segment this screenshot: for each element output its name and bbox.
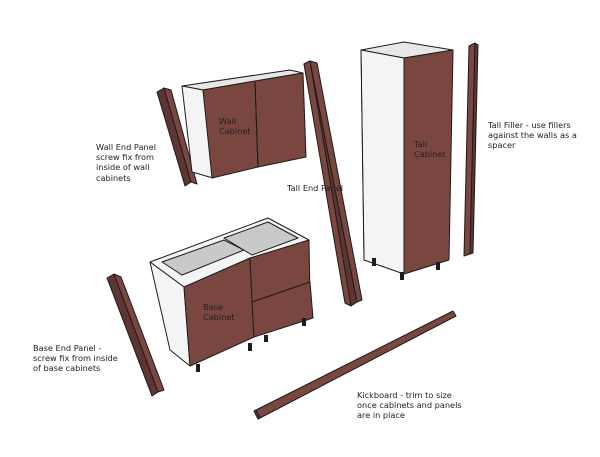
base-cabinet xyxy=(149,217,314,372)
base-end-panel-label: Base End Panel - screw fix from inside o… xyxy=(33,343,118,374)
base-end-panel xyxy=(106,273,165,397)
kickboard-label: Kickboard - trim to size once cabinets a… xyxy=(357,390,462,421)
kickboard xyxy=(253,310,457,420)
wall-end-panel xyxy=(156,87,198,187)
wall-end-panel-label: Wall End Panel screw fix from inside of … xyxy=(96,142,156,183)
tall-cabinet xyxy=(360,41,454,280)
wall-cabinet xyxy=(181,69,307,179)
base-cabinet-label: Base Cabinet xyxy=(203,302,235,323)
tall-end-panel xyxy=(303,60,363,307)
tall-filler-label: Tall Filler - use fillers against the wa… xyxy=(488,120,577,151)
tall-filler xyxy=(463,42,479,257)
tall-end-panel-label: Tall End Panel xyxy=(287,183,344,193)
wall-cabinet-label: Wall Cabinet xyxy=(219,116,251,137)
tall-cabinet-label: Tall Cabinet xyxy=(414,139,446,160)
